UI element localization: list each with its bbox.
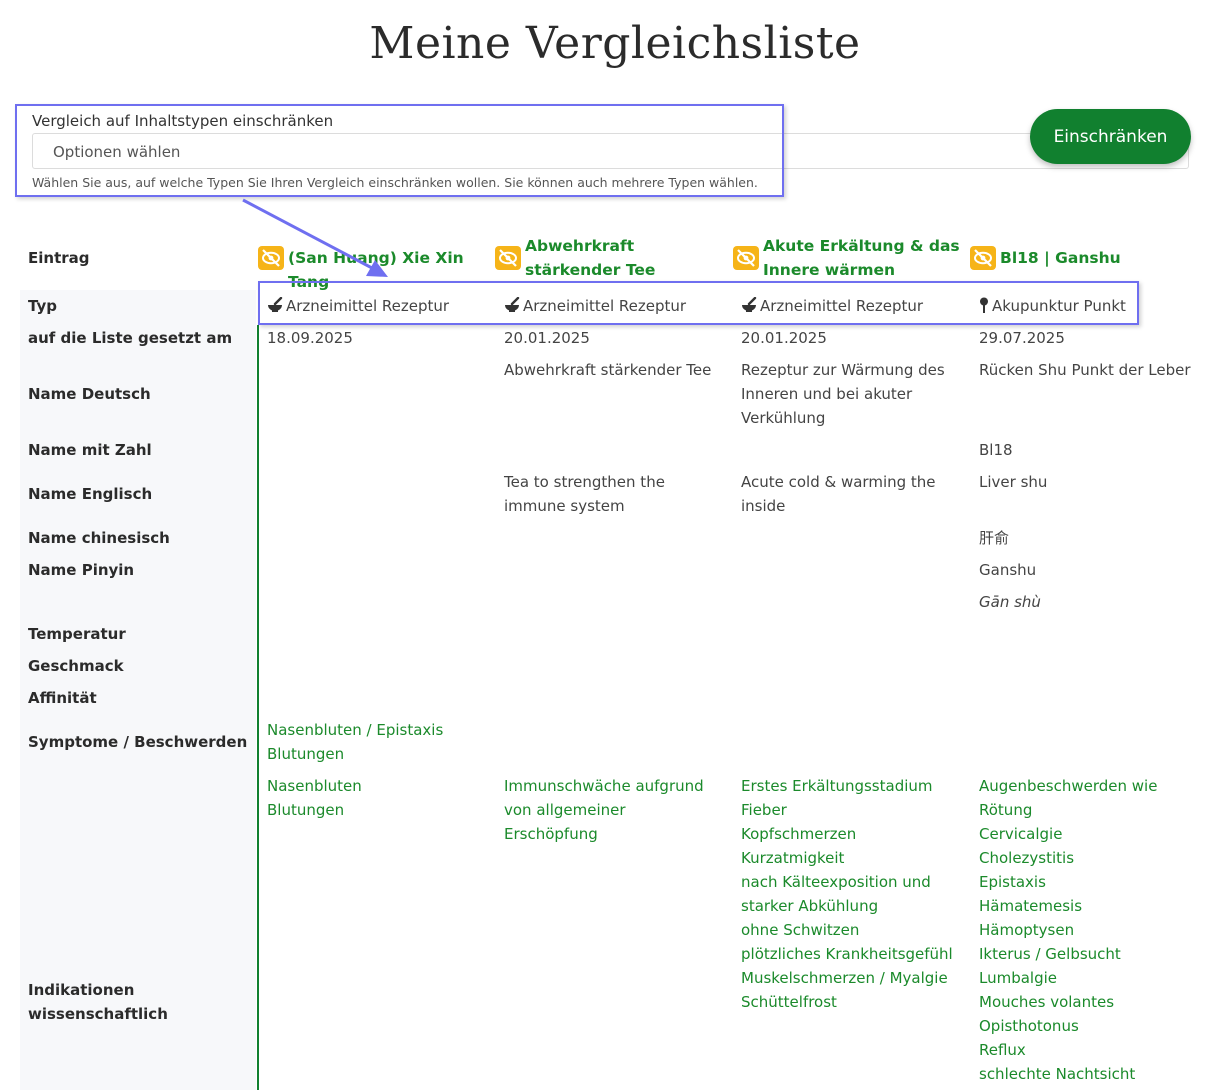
filter-label: Vergleich auf Inhaltstypen einschränken	[32, 112, 334, 130]
eye-slash-icon[interactable]	[495, 246, 521, 270]
indication-link[interactable]: Cervicalgie	[979, 825, 1063, 843]
mortar-pestle-icon	[742, 296, 757, 312]
name-de-value: Abwehrkraft stärkender Tee	[504, 361, 712, 379]
name-de-value: Rücken Shu Punkt der Leber	[979, 361, 1191, 379]
row-label-indikationen: Indikationen wissenschaftlich	[28, 981, 168, 1023]
row-label-affinitaet: Affinität	[28, 689, 97, 707]
row-label-eintrag: Eintrag	[28, 249, 90, 267]
indication-link[interactable]: Mouches volantes	[979, 993, 1115, 1011]
column-divider	[257, 325, 259, 1090]
indication-link[interactable]: Fieber	[741, 801, 787, 819]
indication-link[interactable]: Erstes Erkältungsstadium	[741, 777, 933, 795]
row-label-name-num: Name mit Zahl	[28, 441, 152, 459]
indication-link[interactable]: nach Kälteexposition und starker Abkühlu…	[741, 873, 931, 915]
options-placeholder: Optionen wählen	[53, 143, 181, 161]
type-cell: Arzneimittel Rezeptur	[267, 294, 449, 318]
indication-link[interactable]: Nasenbluten	[267, 777, 362, 795]
added-date: 18.09.2025	[267, 329, 353, 347]
apply-filter-button[interactable]: Einschränken	[1030, 109, 1191, 164]
indication-link[interactable]: Ikterus / Gelbsucht	[979, 945, 1121, 963]
indication-link[interactable]: plötzliches Krankheitsgefühl	[741, 945, 953, 963]
type-cell: Akupunktur Punkt	[979, 294, 1126, 318]
mortar-pestle-icon	[268, 296, 283, 312]
added-date: 20.01.2025	[504, 329, 590, 347]
row-label-name-en: Name Englisch	[28, 485, 153, 503]
indication-link[interactable]: Blutungen	[267, 801, 345, 819]
name-num-value: Bl18	[979, 441, 1013, 459]
row-label-typ: Typ	[28, 297, 57, 315]
indications-list: Nasenbluten Blutungen	[267, 774, 492, 822]
indication-link[interactable]: Reflux	[979, 1041, 1026, 1059]
symptom-link[interactable]: Blutungen	[267, 745, 345, 763]
indications-list: Erstes Erkältungsstadium Fieber Kopfschm…	[741, 774, 956, 1014]
page-title: Meine Vergleichsliste	[369, 18, 861, 69]
indications-list: Immunschwäche aufgrund von allgemeiner E…	[504, 774, 714, 846]
indication-link[interactable]: ohne Schwitzen	[741, 921, 860, 939]
indication-link[interactable]: Kurzatmigkeit	[741, 849, 845, 867]
indication-link[interactable]: Epistaxis	[979, 873, 1046, 891]
entry-title-link[interactable]: Abwehrkraft stärkender Tee	[525, 237, 656, 279]
indication-link[interactable]: Immunschwäche aufgrund von allgemeiner E…	[504, 777, 704, 843]
pinyin-tone-value: Gān shù	[979, 593, 1041, 611]
type-cell: Arzneimittel Rezeptur	[741, 294, 923, 318]
symptoms-list: Nasenbluten / Epistaxis Blutungen	[267, 718, 492, 766]
indication-link[interactable]: Lumbalgie	[979, 969, 1058, 987]
row-label-symptome: Symptome / Beschwerden	[28, 733, 248, 751]
name-en-value: Acute cold & warming the inside	[741, 473, 936, 515]
type-label: Arzneimittel Rezeptur	[523, 297, 687, 315]
filter-help-text: Wählen Sie aus, auf welche Typen Sie Ihr…	[32, 175, 758, 190]
type-label: Akupunktur Punkt	[992, 297, 1126, 315]
entry-title-link[interactable]: Akute Erkältung & das Innere wärmen	[763, 237, 960, 279]
indication-link[interactable]: Hämatemesis	[979, 897, 1083, 915]
pin-icon	[980, 297, 988, 313]
row-label-name-de: Name Deutsch	[28, 385, 151, 403]
row-label-geschmack: Geschmack	[28, 657, 124, 675]
name-en-value: Liver shu	[979, 473, 1048, 491]
name-pinyin-value: Ganshu	[979, 561, 1037, 579]
name-de-value: Rezeptur zur Wärmung des Inneren und bei…	[741, 361, 945, 427]
indication-link[interactable]: schlechte Nachtsicht	[979, 1065, 1136, 1083]
label-column-background	[20, 290, 256, 1090]
indications-list: Augenbeschwerden wie Rötung Cervicalgie …	[979, 774, 1189, 1086]
entry-title-link[interactable]: (San Huang) Xie Xin Tang	[288, 249, 464, 291]
indication-link[interactable]: Kopfschmerzen	[741, 825, 857, 843]
entry-title-link[interactable]: Bl18 | Ganshu	[1000, 249, 1121, 267]
mortar-pestle-icon	[505, 296, 520, 312]
indication-link[interactable]: Hämoptysen	[979, 921, 1075, 939]
eye-slash-icon[interactable]	[733, 246, 759, 270]
options-select[interactable]: Optionen wählen	[32, 133, 1189, 169]
indication-link[interactable]: Schüttelfrost	[741, 993, 837, 1011]
eye-slash-icon[interactable]	[970, 246, 996, 270]
added-date: 29.07.2025	[979, 329, 1065, 347]
name-zh-value: 肝俞	[979, 529, 1010, 547]
row-label-temperatur: Temperatur	[28, 625, 126, 643]
type-label: Arzneimittel Rezeptur	[760, 297, 924, 315]
indication-link[interactable]: Cholezystitis	[979, 849, 1075, 867]
indication-link[interactable]: Opisthotonus	[979, 1017, 1079, 1035]
row-label-name-zh: Name chinesisch	[28, 529, 170, 547]
name-en-value: Tea to strengthen the immune system	[504, 473, 665, 515]
indication-link[interactable]: Augenbeschwerden wie Rötung	[979, 777, 1158, 819]
row-label-added: auf die Liste gesetzt am	[28, 329, 233, 347]
type-label: Arzneimittel Rezeptur	[286, 297, 450, 315]
type-cell: Arzneimittel Rezeptur	[504, 294, 686, 318]
row-label-name-pinyin: Name Pinyin	[28, 561, 135, 579]
eye-slash-icon[interactable]	[258, 246, 284, 270]
added-date: 20.01.2025	[741, 329, 827, 347]
indication-link[interactable]: Muskelschmerzen / Myalgie	[741, 969, 948, 987]
symptom-link[interactable]: Nasenbluten / Epistaxis	[267, 721, 444, 739]
